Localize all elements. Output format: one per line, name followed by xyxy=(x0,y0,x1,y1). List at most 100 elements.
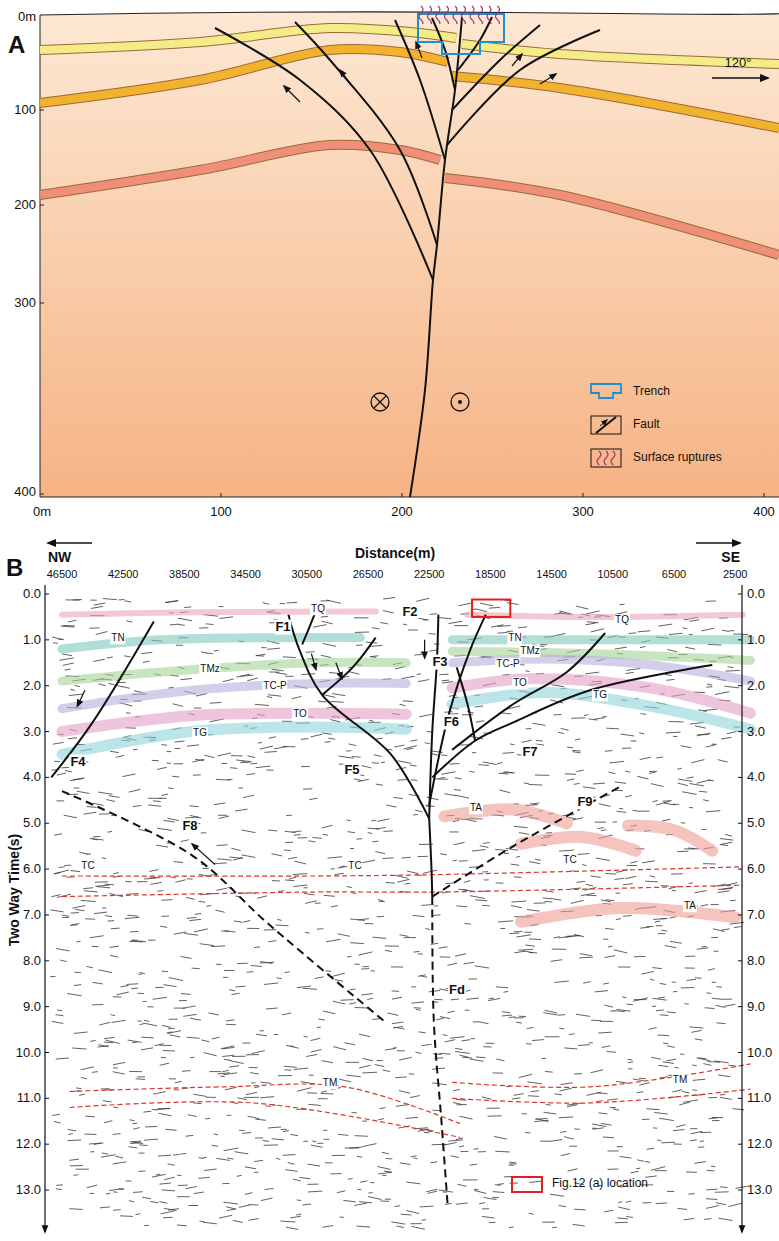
seismic-stroke xyxy=(75,909,84,910)
seismic-stroke xyxy=(339,1079,351,1082)
distance-tick-label: 14500 xyxy=(536,568,567,581)
axis-tick xyxy=(738,960,742,961)
fault-line xyxy=(51,622,154,778)
seismic-stroke xyxy=(309,841,316,842)
seismic-stroke xyxy=(226,1024,236,1025)
seismic-stroke xyxy=(379,901,385,902)
seismic-stroke xyxy=(455,1051,470,1053)
seismic-stroke xyxy=(558,1014,566,1015)
seismic-stroke xyxy=(256,1034,267,1036)
seismic-stroke xyxy=(519,833,529,835)
fault-line xyxy=(410,17,462,497)
seismic-stroke xyxy=(510,743,514,745)
seismic-stroke xyxy=(321,655,331,657)
seismic-stroke xyxy=(140,1023,144,1025)
seismic-stroke xyxy=(149,869,158,871)
seismic-stroke xyxy=(641,972,653,975)
horizon-label: TMz xyxy=(199,663,220,675)
seismic-stroke xyxy=(280,603,285,604)
seismic-stroke xyxy=(721,737,731,739)
seismic-stroke xyxy=(673,1143,681,1144)
seismic-stroke xyxy=(167,818,178,820)
seismic-stroke xyxy=(107,657,113,658)
seismic-stroke xyxy=(76,941,80,943)
seismic-stroke xyxy=(83,888,93,889)
seismic-stroke xyxy=(706,1206,719,1209)
seismic-stroke xyxy=(250,1073,259,1074)
seismic-stroke xyxy=(594,991,607,992)
seismic-stroke xyxy=(174,1089,179,1090)
seismic-stroke xyxy=(462,1040,471,1041)
seismic-stroke xyxy=(158,1155,171,1156)
seismic-stroke xyxy=(181,840,189,842)
time-tick-label: 0.0 xyxy=(23,587,41,602)
seismic-stroke xyxy=(385,1199,391,1200)
horizon-band xyxy=(62,683,406,709)
seismic-stroke xyxy=(280,1221,295,1223)
axis-tick xyxy=(40,110,44,111)
seismic-stroke xyxy=(294,834,301,836)
seismic-stroke xyxy=(90,1040,95,1041)
seismic-stroke xyxy=(718,760,728,762)
axis-tick xyxy=(738,731,742,732)
seismic-stroke xyxy=(528,1095,539,1097)
seismic-stroke xyxy=(559,850,574,851)
seismic-stroke xyxy=(500,928,505,929)
axis-title: Two Way Time(s) xyxy=(6,834,22,947)
seismic-stroke xyxy=(50,976,55,977)
distance-tick-label: 300 xyxy=(572,505,594,520)
seismic-stroke xyxy=(260,962,274,964)
seismic-stroke xyxy=(243,920,250,922)
seismic-stroke xyxy=(649,772,655,773)
seismic-stroke xyxy=(494,1136,507,1139)
seismic-stroke xyxy=(685,967,695,968)
seismic-stroke xyxy=(642,861,655,863)
axis-tick xyxy=(738,1052,742,1053)
seismic-stroke xyxy=(81,900,96,901)
fault-line xyxy=(429,819,432,897)
seismic-stroke xyxy=(172,776,179,778)
seismic-stroke xyxy=(232,1056,245,1057)
seismic-stroke xyxy=(182,1006,195,1009)
seismic-stroke xyxy=(335,873,344,874)
seismic-stroke xyxy=(110,946,119,947)
seismic-stroke xyxy=(294,1068,309,1069)
seismic-stroke xyxy=(177,1224,187,1226)
distance-tick-label: 30500 xyxy=(292,568,323,581)
seismic-stroke xyxy=(315,903,321,904)
seismic-stroke xyxy=(615,647,627,649)
seismic-stroke xyxy=(206,905,211,907)
seismic-stroke xyxy=(569,1146,577,1147)
axis-tick xyxy=(738,1144,742,1145)
fault-legend-symbol xyxy=(596,417,616,433)
seismic-stroke xyxy=(712,998,724,999)
seismic-stroke xyxy=(725,834,732,836)
seismic-stroke xyxy=(634,956,646,957)
seismic-stroke xyxy=(715,692,729,695)
seismic-stroke xyxy=(330,701,343,703)
seismic-stroke xyxy=(526,945,535,946)
seismic-stroke xyxy=(229,1066,239,1067)
seismic-stroke xyxy=(688,1193,694,1195)
seismic-stroke xyxy=(130,1143,140,1144)
horizon-label: TN xyxy=(507,632,522,644)
seismic-stroke xyxy=(248,1116,260,1119)
horizon-label: TO xyxy=(512,677,528,689)
seismic-stroke xyxy=(344,1043,355,1045)
seismic-stroke xyxy=(97,887,110,888)
seismic-stroke xyxy=(285,1069,292,1071)
direction-arrow xyxy=(696,542,740,544)
seismic-stroke xyxy=(59,866,65,867)
seismic-stroke xyxy=(552,949,566,950)
seismic-stroke xyxy=(591,629,604,632)
seismic-stroke xyxy=(503,991,508,993)
seismic-stroke xyxy=(720,839,734,841)
seismic-stroke xyxy=(203,1222,217,1224)
seismic-stroke xyxy=(439,777,446,778)
horizon-label: TA xyxy=(469,802,483,814)
seismic-stroke xyxy=(288,857,297,859)
time-tick-label: 12.0 xyxy=(16,1137,41,1152)
axis-tick xyxy=(45,914,49,915)
seismic-stroke xyxy=(331,1173,342,1174)
seismic-stroke xyxy=(425,928,430,930)
